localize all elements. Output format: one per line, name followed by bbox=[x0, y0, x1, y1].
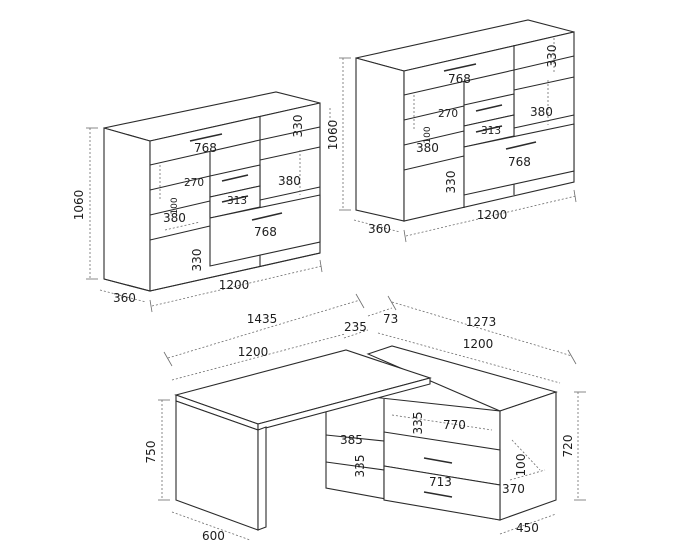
handle-icon bbox=[443, 63, 477, 72]
desk-return-side bbox=[499, 391, 557, 521]
right-depth-label: 360 bbox=[368, 222, 391, 236]
right-inner-270: 270 bbox=[438, 108, 458, 120]
handle-icon bbox=[251, 212, 283, 221]
right-small-drawer-height: 100 bbox=[423, 126, 433, 143]
desk-drawer-height: 100 bbox=[514, 454, 528, 477]
left-drawer-bottom-width: 768 bbox=[254, 225, 277, 239]
handle-icon bbox=[189, 133, 223, 142]
right-drawer-bottom-width: 768 bbox=[508, 155, 531, 169]
left-bottom-drawer bbox=[209, 194, 321, 267]
handle-icon bbox=[475, 104, 503, 112]
left-shelf-top-height: 330 bbox=[291, 115, 305, 138]
desk-cabinet-depth: 450 bbox=[516, 521, 539, 535]
left-height-label: 1060 bbox=[72, 190, 86, 221]
left-shelf-bottom-height: 330 bbox=[190, 249, 204, 272]
left-right-compartment: 380 bbox=[278, 174, 301, 188]
left-left-compartment: 380 bbox=[163, 211, 186, 225]
desk-overall-length: 1435 bbox=[247, 312, 278, 326]
handle-icon bbox=[423, 491, 453, 498]
left-cabinet: 1060 360 1200 768 768 330 330 270 100 31… bbox=[72, 91, 331, 313]
right-shelf-top-height: 330 bbox=[545, 45, 559, 68]
right-height-label: 1060 bbox=[326, 120, 340, 151]
desk-return-top-length: 1200 bbox=[463, 337, 494, 351]
handle-icon bbox=[221, 174, 249, 182]
left-inner-270: 270 bbox=[184, 177, 204, 189]
left-small-drawer-width: 313 bbox=[227, 195, 247, 207]
handle-icon bbox=[505, 141, 537, 150]
right-bottom-drawer bbox=[463, 123, 575, 196]
desk-leg-depth: 600 bbox=[202, 529, 225, 543]
left-small-drawer-height: 100 bbox=[170, 197, 180, 214]
handle-icon bbox=[221, 195, 249, 203]
desk-offset-73: 73 bbox=[383, 312, 398, 326]
right-left-compartment: 380 bbox=[416, 141, 439, 155]
desk-height: 750 bbox=[144, 441, 158, 464]
desk-drawer-inner: 713 bbox=[429, 475, 452, 489]
corner-desk: 1435 1200 235 73 1273 1200 750 600 720 4 bbox=[144, 293, 586, 543]
left-cabinet-side bbox=[103, 127, 151, 292]
desk-drawer-depth: 370 bbox=[502, 482, 525, 496]
left-drawer-top-width: 768 bbox=[194, 141, 217, 155]
left-width-label: 1200 bbox=[219, 278, 250, 292]
desk-cabinet-height: 720 bbox=[561, 435, 575, 458]
handle-icon bbox=[423, 457, 453, 464]
right-shelf-bottom-height: 330 bbox=[444, 171, 458, 194]
desk-offset-235: 235 bbox=[344, 320, 367, 334]
left-depth-label: 360 bbox=[113, 291, 136, 305]
right-cabinet: 1060 360 1200 768 768 330 330 270 100 31… bbox=[326, 19, 577, 243]
right-width-label: 1200 bbox=[477, 208, 508, 222]
desk-top-front-edge bbox=[257, 377, 431, 431]
right-right-compartment: 380 bbox=[530, 105, 553, 119]
handle-icon bbox=[475, 125, 503, 133]
right-drawer-top-width: 768 bbox=[448, 72, 471, 86]
desk-open-width: 385 bbox=[340, 433, 363, 447]
desk-drawer-width: 770 bbox=[443, 418, 466, 432]
desk-shelf-top: 335 bbox=[411, 412, 425, 435]
right-cabinet-side bbox=[355, 57, 405, 222]
desk-return-length: 1273 bbox=[466, 315, 497, 329]
desk-drawer-2 bbox=[383, 465, 501, 521]
right-small-drawer-width: 313 bbox=[481, 125, 501, 137]
desk-shelf-bottom: 335 bbox=[353, 455, 367, 478]
desk-leg-edge bbox=[257, 426, 267, 531]
desk-top-length: 1200 bbox=[238, 345, 269, 359]
